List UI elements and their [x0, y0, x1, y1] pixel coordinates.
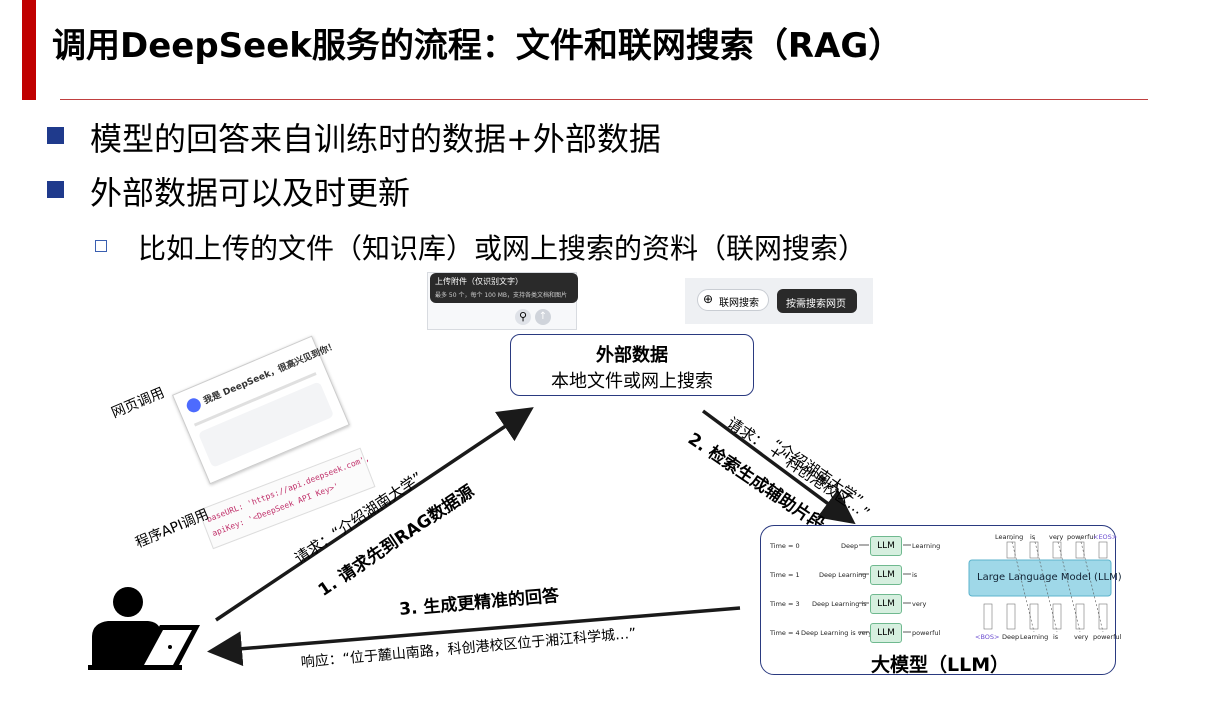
llm-top-token-2: very — [1049, 533, 1064, 541]
sub-bullet-1: 比如上传的文件（知识库）或网上搜索的资料（联网搜索） — [138, 232, 867, 265]
external-data-title: 外部数据 — [596, 345, 668, 366]
llm-output-0: Learning — [912, 542, 941, 550]
globe-icon: ⊕ — [703, 292, 714, 306]
llm-step-box: LLM — [870, 536, 902, 556]
paperclip-icon[interactable]: ⚲ — [515, 309, 531, 325]
external-data-subtitle: 本地文件或网上搜索 — [551, 371, 713, 392]
llm-input-3: Deep Learning is very — [801, 629, 873, 637]
llm-top-token-0: Learning — [995, 533, 1024, 541]
title-divider — [60, 99, 1148, 100]
upload-screenshot: 上传附件（仅识别文字） 最多 50 个，每个 100 MB，支持各类文档和图片 … — [427, 272, 578, 330]
upload-tooltip: 上传附件（仅识别文字） 最多 50 个，每个 100 MB，支持各类文档和图片 — [430, 273, 578, 303]
upload-tooltip-detail: 最多 50 个，每个 100 MB，支持各类文档和图片 — [435, 292, 568, 299]
slide-title: 调用DeepSeek服务的流程：文件和联网搜索（RAG） — [52, 26, 903, 66]
llm-top-token-1: is — [1030, 533, 1036, 541]
llm-input-1: Deep Learning — [819, 571, 867, 579]
llm-bottom-token-1: Deep — [1002, 633, 1020, 641]
llm-step-box: LLM — [870, 594, 902, 614]
arrow-step-3 — [207, 606, 741, 667]
web-search-button-label: 联网搜索 — [719, 298, 759, 309]
llm-time-0: Time = 0 — [770, 542, 800, 550]
web-search-tooltip-text: 按需搜索网页 — [786, 299, 846, 310]
llm-output-1: is — [912, 571, 918, 579]
web-search-button[interactable]: ⊕ 联网搜索 — [697, 289, 769, 311]
llm-bottom-token-2: Learning — [1020, 633, 1049, 641]
llm-lines — [859, 537, 1112, 633]
bullet-square-icon — [47, 127, 64, 144]
bullet-square-icon — [47, 181, 64, 198]
upload-tooltip-title: 上传附件（仅识别文字） — [435, 277, 523, 286]
llm-time-4: Time = 4 — [770, 629, 800, 637]
send-arrow-icon[interactable]: ↑ — [535, 309, 551, 325]
llm-caption: 大模型（LLM） — [871, 654, 1010, 676]
llm-time-3: Time = 3 — [770, 600, 800, 608]
bullet-1: 模型的回答来自训练时的数据+外部数据 — [90, 120, 661, 158]
title-accent-gap — [36, 0, 42, 100]
llm-step-box: LLM — [870, 565, 902, 585]
llm-output-2: very — [912, 600, 927, 608]
arrow-step-2 — [701, 409, 856, 525]
llm-bottom-token-3: is — [1053, 633, 1059, 641]
llm-big-label: Large Language Model (LLM) — [977, 572, 1122, 583]
web-search-tooltip: 按需搜索网页 — [777, 289, 857, 313]
llm-bottom-token-0: <BOS> — [975, 633, 1000, 641]
sub-bullet-square-icon — [95, 240, 107, 252]
llm-time-1: Time = 1 — [770, 571, 800, 579]
llm-bottom-token-5: powerful — [1093, 633, 1122, 641]
llm-box: Time = 0 Time = 1 Time = 3 Time = 4 Deep… — [760, 525, 1122, 676]
bullet-2: 外部数据可以及时更新 — [90, 174, 411, 212]
llm-input-0: Deep — [841, 542, 859, 550]
llm-output-3: powerful — [912, 629, 941, 637]
llm-step-box: LLM — [870, 623, 902, 643]
llm-top-token-3: powerful — [1067, 533, 1096, 541]
llm-bottom-token-4: very — [1074, 633, 1089, 641]
web-search-screenshot: ⊕ 联网搜索 按需搜索网页 — [685, 278, 873, 324]
user-laptop-icon — [88, 587, 200, 670]
llm-input-2: Deep Learning is — [812, 600, 867, 608]
external-data-box: 外部数据 本地文件或网上搜索 — [510, 334, 754, 396]
arrow-step-1 — [215, 407, 534, 622]
llm-top-token-4: <EOS> — [1093, 533, 1118, 541]
